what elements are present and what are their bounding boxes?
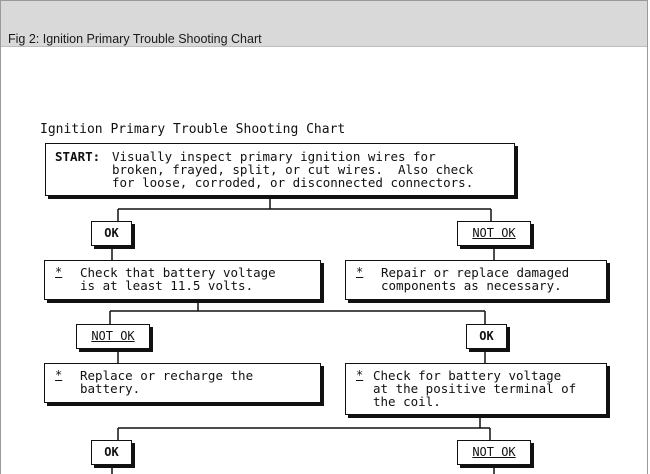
asterisk-marker: * — [55, 368, 63, 382]
asterisk-marker: * — [356, 368, 364, 382]
ok-label-level2: OK — [466, 324, 507, 349]
repair-components-box: * Repair or replace damaged components a… — [345, 260, 607, 300]
box-line-3: the coil. — [373, 394, 441, 409]
box-line-2: components as necessary. — [381, 278, 562, 293]
not-ok-label-level1: NOT OK — [457, 221, 531, 246]
replace-battery-box: * Replace or recharge the battery. — [44, 363, 321, 403]
start-label: START: — [55, 149, 101, 164]
ok-label-level1: OK — [91, 221, 132, 246]
not-ok-label-level2: NOT OK — [76, 324, 150, 349]
box-line-1: Replace or recharge the — [80, 368, 254, 383]
not-ok-label-text: NOT OK — [472, 226, 516, 240]
ok-label-text: OK — [104, 226, 119, 240]
start-line-2: broken, frayed, split, or cut wires. Als… — [112, 162, 474, 177]
ok-label-level3: OK — [91, 440, 132, 465]
start-line-1: Visually inspect primary ignition wires … — [112, 149, 436, 164]
check-battery-voltage-box: * Check that battery voltage is at least… — [44, 260, 321, 300]
not-ok-label-level3: NOT OK — [457, 440, 531, 465]
box-line-1: Check that battery voltage — [80, 265, 276, 280]
not-ok-label-text: NOT OK — [472, 445, 516, 459]
start-box: START: Visually inspect primary ignition… — [45, 143, 515, 196]
box-line-1: Repair or replace damaged — [381, 265, 570, 280]
box-line-2: battery. — [80, 381, 141, 396]
box-line-2: is at least 11.5 volts. — [80, 278, 254, 293]
chart-title: Ignition Primary Trouble Shooting Chart — [40, 122, 346, 137]
asterisk-marker: * — [55, 265, 63, 279]
asterisk-marker: * — [356, 265, 364, 279]
box-line-2: at the positive terminal of — [373, 381, 577, 396]
start-line-3: for loose, corroded, or disconnected con… — [112, 175, 474, 190]
not-ok-label-text: NOT OK — [91, 329, 135, 343]
ok-label-text: OK — [479, 329, 494, 343]
figure-caption: Fig 2: Ignition Primary Trouble Shooting… — [8, 32, 262, 46]
ok-label-text: OK — [104, 445, 119, 459]
box-line-1: Check for battery voltage — [373, 368, 562, 383]
caption-bar: Fig 2: Ignition Primary Trouble Shooting… — [1, 1, 647, 47]
check-coil-voltage-box: * Check for battery voltage at the posit… — [345, 363, 607, 415]
